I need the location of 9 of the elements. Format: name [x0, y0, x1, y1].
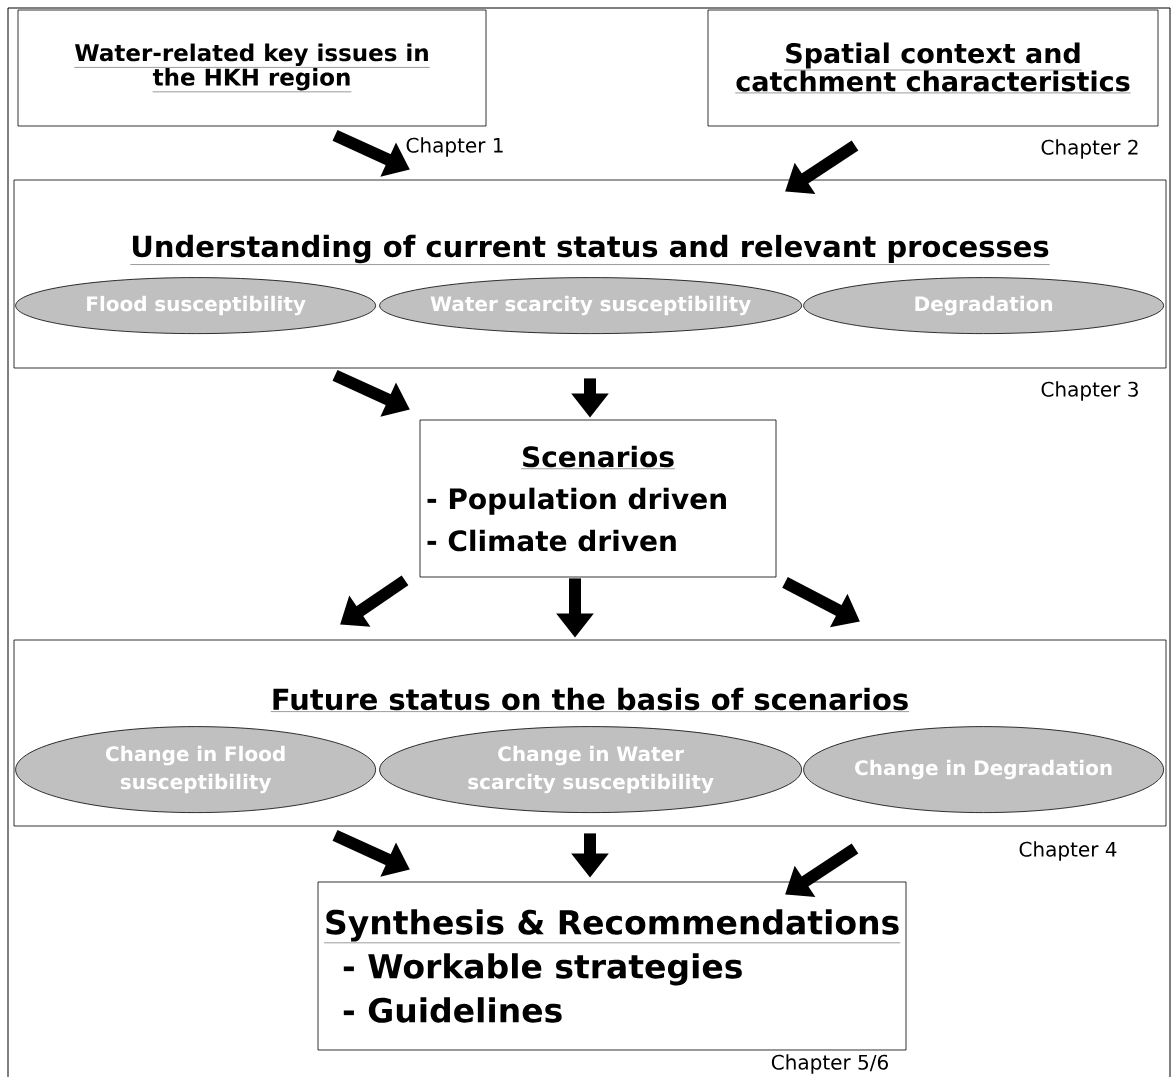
topic-box: Water-related key issues in the HKH region: [17, 9, 487, 127]
text-box: Synthesis & Recommendations - Workable strategies - Guidelines: [317, 881, 907, 1051]
chapter-label: Chapter 5/6: [771, 1054, 888, 1074]
chapter-label: Chapter 1: [406, 137, 503, 157]
text-box: Scenarios - Population driven - Climate driven: [419, 419, 777, 578]
topic-box: Spatial context and catchment characteristics: [707, 9, 1159, 127]
chapter-label: Chapter 2: [1041, 139, 1138, 159]
chapter-label: Chapter 4: [1019, 841, 1117, 861]
chapter-label: Chapter 3: [1041, 381, 1138, 401]
